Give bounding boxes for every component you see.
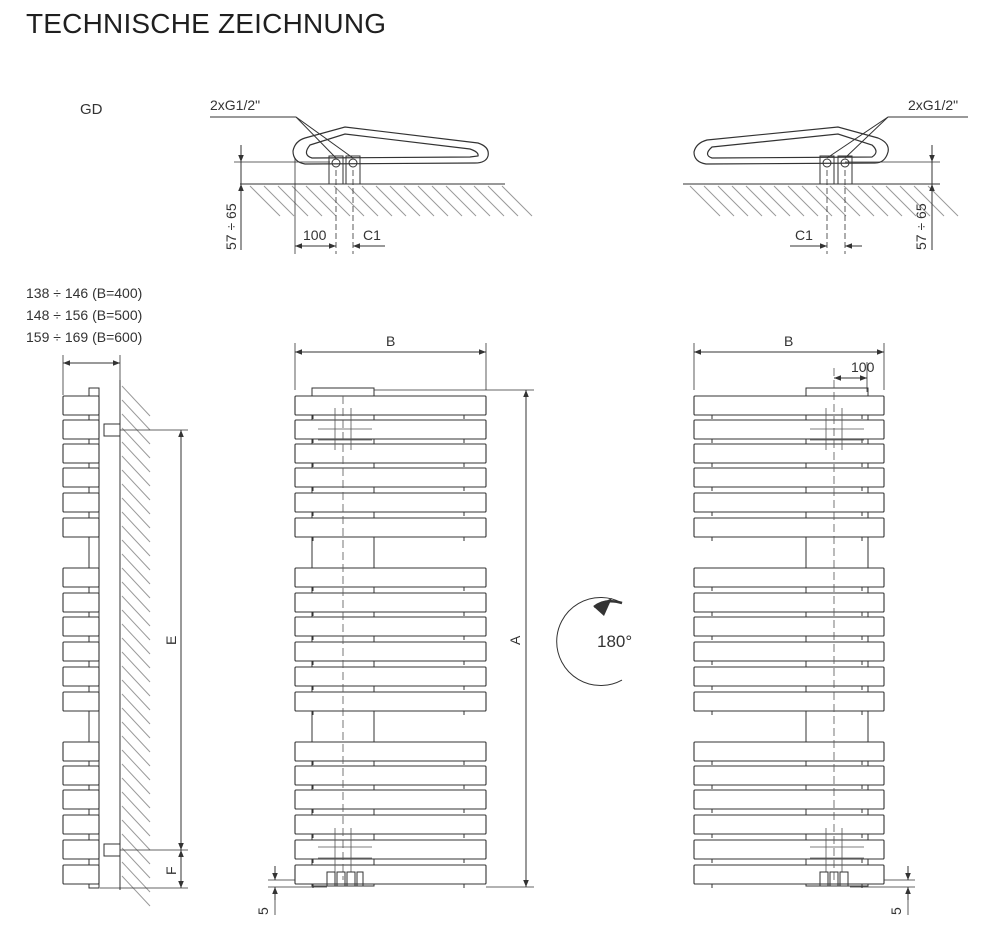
front-slat — [294, 419, 487, 440]
connection-label-right: 2xG1/2" — [908, 97, 958, 113]
side-slat — [62, 419, 100, 440]
front-slat — [294, 741, 487, 762]
c1-label-left: C1 — [363, 227, 381, 243]
front-slat — [294, 789, 487, 810]
depth-line-1: 138 ÷ 146 (B=400) — [26, 285, 142, 301]
c1-label-right: C1 — [795, 227, 813, 243]
width-label-left: B — [386, 333, 395, 349]
top-view-right: 2xG1/2" 57 ÷ 65 C1 — [683, 97, 968, 254]
radiator-top-outline-left — [292, 126, 489, 165]
wall-hatch — [121, 385, 151, 907]
radiator-top-outline-right — [693, 126, 889, 165]
side-slat — [62, 765, 100, 786]
offset-label-right: 100 — [851, 359, 875, 375]
front-slat — [294, 691, 487, 712]
side-slat — [62, 789, 100, 810]
front-slat — [294, 765, 487, 786]
connection-label-left: 2xG1/2" — [210, 97, 260, 113]
model-label: GD — [80, 101, 103, 118]
front-slat — [294, 666, 487, 687]
front-slat — [693, 839, 885, 860]
side-slat — [62, 691, 100, 712]
rotation-label: 180° — [597, 632, 632, 651]
height-range-label-left: 57 ÷ 65 — [223, 203, 239, 250]
front-slat — [294, 467, 487, 488]
front-slat — [693, 789, 885, 810]
bottom-gap-label-right: 5 — [888, 907, 904, 915]
front-slat — [693, 641, 885, 662]
floor-hatch-left — [240, 183, 533, 217]
front-slat — [693, 592, 885, 613]
front-slat — [294, 395, 487, 416]
front-slat — [693, 567, 885, 588]
top-view-left: GD 2xG1/2" 57 ÷ 65 100 C1 — [80, 97, 533, 254]
front-slat — [693, 814, 885, 835]
front-slat — [294, 517, 487, 538]
page-title: TECHNISCHE ZEICHNUNG — [26, 8, 387, 39]
side-slat — [62, 443, 100, 464]
side-collector — [88, 387, 100, 889]
width-label-right: B — [784, 333, 793, 349]
side-slat — [62, 666, 100, 687]
front-view-left: B A 5 — [255, 333, 534, 915]
offset-label-left: 100 — [303, 227, 327, 243]
front-slat — [693, 492, 885, 513]
side-slat — [62, 567, 100, 588]
depth-line-3: 159 ÷ 169 (B=600) — [26, 329, 142, 345]
side-slat — [62, 741, 100, 762]
bottom-gap-label-left: 5 — [255, 907, 271, 915]
front-slat — [294, 814, 487, 835]
side-view: 138 ÷ 146 (B=400) 148 ÷ 156 (B=500) 159 … — [26, 285, 188, 907]
height-a-label: A — [507, 635, 523, 645]
side-slat — [62, 864, 100, 885]
front-slat — [294, 443, 487, 464]
rotation-indicator: 180° — [556, 597, 632, 686]
front-slat — [693, 467, 885, 488]
front-slat — [294, 839, 487, 860]
front-slat — [294, 616, 487, 637]
front-slat — [294, 864, 487, 885]
wall-bracket-top — [103, 423, 121, 437]
depth-line-2: 148 ÷ 156 (B=500) — [26, 307, 142, 323]
front-slat — [693, 666, 885, 687]
height-range-label-right: 57 ÷ 65 — [913, 203, 929, 250]
side-slat — [62, 517, 100, 538]
front-view-right: B 100 5 — [693, 333, 915, 915]
side-slat — [62, 814, 100, 835]
front-slat — [693, 616, 885, 637]
front-slat — [294, 567, 487, 588]
e-label: E — [163, 636, 179, 645]
side-slat — [62, 395, 100, 416]
front-slat — [693, 443, 885, 464]
front-slat — [693, 741, 885, 762]
front-slats-left — [294, 395, 487, 888]
front-slat — [693, 517, 885, 538]
side-slat — [62, 592, 100, 613]
f-label: F — [163, 866, 179, 875]
side-slat — [62, 641, 100, 662]
front-slat — [693, 419, 885, 440]
side-slats — [62, 395, 100, 885]
wall-bracket-bottom — [103, 843, 121, 857]
front-slat — [693, 691, 885, 712]
side-slat — [62, 492, 100, 513]
front-slat — [294, 592, 487, 613]
front-slat — [294, 492, 487, 513]
front-slats-right — [693, 395, 885, 888]
front-slat — [693, 765, 885, 786]
front-slat — [294, 641, 487, 662]
side-slat — [62, 467, 100, 488]
front-slat — [693, 395, 885, 416]
front-slat — [693, 864, 885, 885]
side-slat — [62, 616, 100, 637]
side-slat — [62, 839, 100, 860]
